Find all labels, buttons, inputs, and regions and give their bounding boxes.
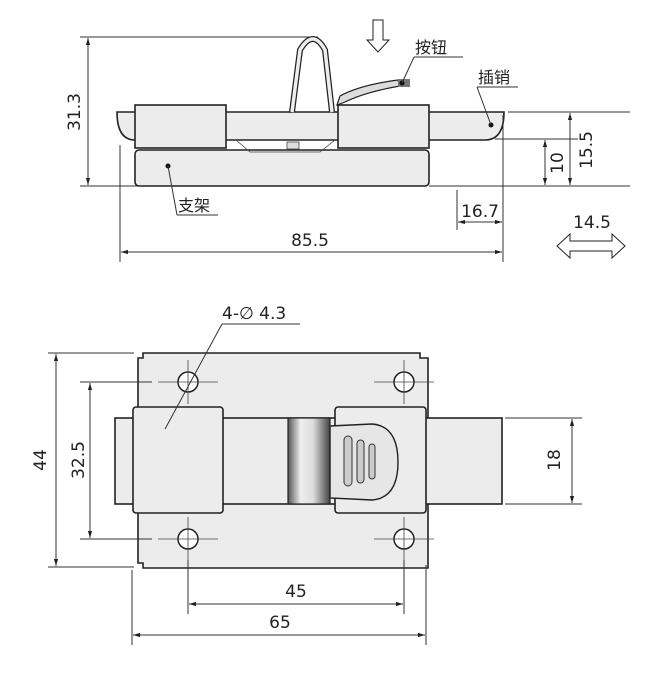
hole [374,517,434,561]
leader-line [167,165,178,216]
side-view: 31.3 按钮 插销 支架 10 [65,19,630,262]
screw [286,141,300,150]
button-lever [336,79,401,107]
label-bracket: 支架 [178,196,210,215]
dim-hole-spacing-h: 45 [285,582,307,602]
leader-line [476,86,492,126]
grip-ridge [368,443,376,480]
hole [158,517,218,561]
spring [235,139,336,153]
press-arrow-icon [365,19,391,53]
dim-base-height: 10 [548,152,568,174]
dim-height-total: 31.3 [65,93,85,131]
dim-height: 44 [31,449,51,471]
dim-pin-width: 18 [545,449,565,471]
leader-line [164,323,223,430]
dim-pin-height: 15.5 [577,131,597,169]
bracket [134,149,430,187]
label-button: 按钮 [415,38,447,57]
label-pin: 插销 [478,68,510,87]
hole-note: 4-∅ 4.3 [222,304,286,324]
dim-overall-length: 85.5 [291,231,329,251]
dim-hole-spacing-v: 32.5 [69,441,89,479]
leader-line [401,56,415,84]
dim-pin-offset: 16.7 [461,202,499,222]
right-block [337,104,430,149]
dim-width: 65 [269,613,291,633]
dim-stroke: 14.5 [573,213,611,233]
double-arrow-icon [556,232,626,260]
grip-ridge [343,435,353,487]
grip-ridge [356,439,365,484]
top-view: 4-∅ 4.3 44 32.5 18 45 65 [31,304,582,645]
knob-cylinder [287,417,331,505]
left-block [134,104,227,149]
hole [374,360,434,404]
left-guide [132,406,224,514]
